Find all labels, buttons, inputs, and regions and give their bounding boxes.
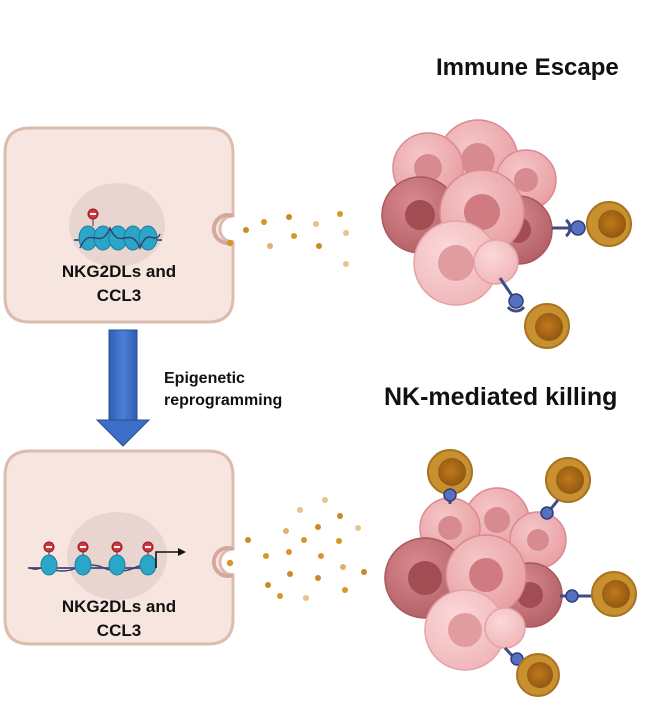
transition-label-line1: Epigenetic	[164, 370, 245, 387]
bottom-cell-label-line2: CCL3	[96, 621, 142, 640]
bottom-cell-label: NKG2DLs and CCL3	[19, 595, 219, 643]
top-nucleus	[69, 183, 165, 267]
top-tumor-cluster	[381, 119, 557, 306]
bottom-chemokines	[226, 497, 367, 601]
transition-label-line2: reprogramming	[164, 392, 283, 409]
bottom-nk-cell-2	[540, 457, 591, 520]
immune-escape-title: Immune Escape	[436, 54, 619, 81]
top-nk-cell-2	[498, 277, 570, 349]
epigenetic-reprogramming-label: Epigenetic reprogramming	[164, 368, 282, 412]
top-nk-cell-1	[552, 201, 632, 247]
bottom-nk-cell-3	[560, 571, 637, 617]
open-chromatin-icon	[28, 541, 186, 576]
top-cell-label: NKG2DLs and CCL3	[19, 260, 219, 308]
nk-mediated-killing-title: NK-mediated killing	[384, 383, 618, 411]
top-cell-label-line2: CCL3	[96, 286, 142, 305]
bottom-nk-cell-4	[503, 646, 560, 697]
top-cell-label-line1: NKG2DLs and	[61, 262, 177, 281]
epigenetic-arrow-icon	[95, 329, 151, 447]
condensed-chromatin-icon	[74, 208, 162, 251]
bottom-cell-label-line1: NKG2DLs and	[61, 597, 177, 616]
bottom-tumor-cluster	[384, 487, 567, 671]
bottom-nk-cell-1	[427, 449, 473, 504]
top-chemokines	[226, 211, 349, 267]
